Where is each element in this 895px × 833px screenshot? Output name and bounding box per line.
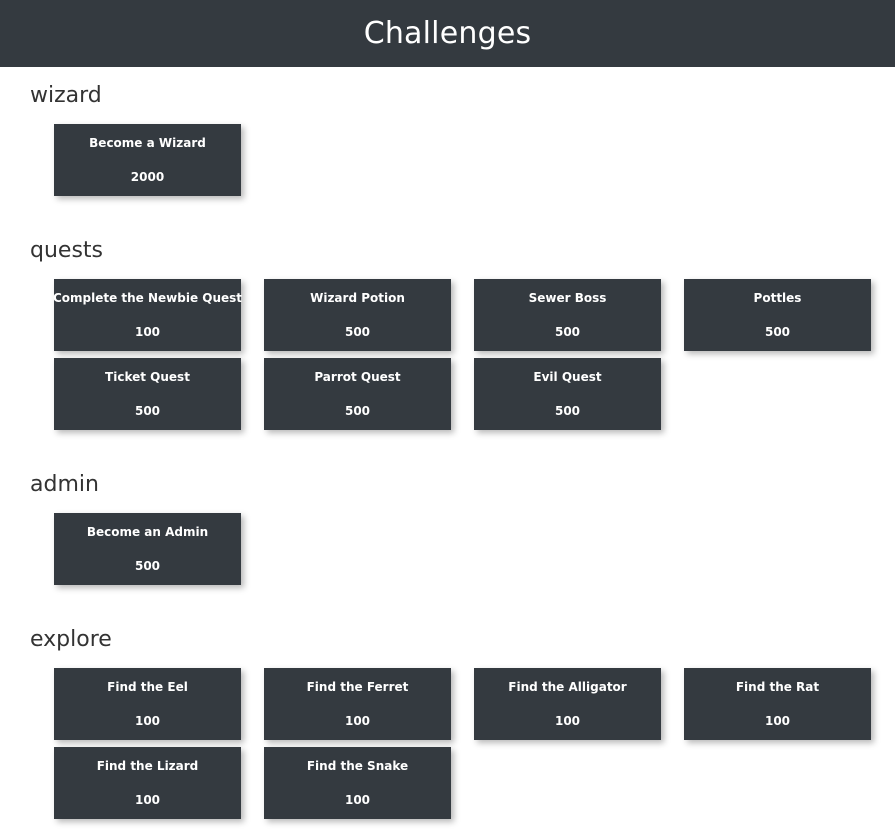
- challenge-card-points: 100: [134, 793, 161, 807]
- challenge-card-title: Find the Alligator: [508, 680, 627, 694]
- challenge-card-title: Find the Snake: [306, 759, 409, 773]
- challenges-page: wizard Become a Wizard 2000 quests Compl…: [0, 67, 895, 819]
- challenge-card[interactable]: Find the Lizard 100: [54, 747, 241, 819]
- challenge-card-points: 500: [344, 404, 371, 418]
- section-quests: quests Complete the Newbie Quest 100 Wiz…: [0, 196, 895, 430]
- challenge-card[interactable]: Sewer Boss 500: [474, 279, 661, 351]
- card-grid-explore: Find the Eel 100 Find the Ferret 100 Fin…: [54, 668, 895, 819]
- challenge-card-title: Parrot Quest: [314, 370, 401, 384]
- challenge-card[interactable]: Become a Wizard 2000: [54, 124, 241, 196]
- challenge-card-title: Complete the Newbie Quest: [52, 291, 243, 305]
- challenge-card-title: Ticket Quest: [105, 370, 190, 384]
- challenge-card-points: 500: [134, 404, 161, 418]
- challenge-card-points: 500: [764, 325, 791, 339]
- challenge-card-title: Evil Quest: [533, 370, 602, 384]
- section-heading-quests: quests: [30, 238, 103, 263]
- challenge-card[interactable]: Parrot Quest 500: [264, 358, 451, 430]
- challenge-card[interactable]: Ticket Quest 500: [54, 358, 241, 430]
- challenge-card-points: 100: [134, 325, 161, 339]
- challenge-card-title: Pottles: [753, 291, 802, 305]
- challenge-card[interactable]: Find the Ferret 100: [264, 668, 451, 740]
- challenge-card-title: Find the Eel: [107, 680, 188, 694]
- challenge-card-title: Become a Wizard: [89, 136, 206, 150]
- challenge-card[interactable]: Find the Alligator 100: [474, 668, 661, 740]
- challenge-card-points: 100: [134, 714, 161, 728]
- page-title: Challenges: [363, 15, 532, 51]
- card-grid-admin: Become an Admin 500: [54, 513, 895, 585]
- challenge-card-points: 100: [344, 793, 371, 807]
- challenge-card[interactable]: Find the Eel 100: [54, 668, 241, 740]
- challenge-card[interactable]: Evil Quest 500: [474, 358, 661, 430]
- section-admin: admin Become an Admin 500: [0, 430, 895, 585]
- challenge-card[interactable]: Become an Admin 500: [54, 513, 241, 585]
- challenge-card-points: 100: [344, 714, 371, 728]
- challenge-card-points: 2000: [130, 170, 165, 184]
- challenge-card[interactable]: Find the Snake 100: [264, 747, 451, 819]
- challenge-card[interactable]: Complete the Newbie Quest 100: [52, 279, 243, 351]
- challenge-card[interactable]: Find the Rat 100: [684, 668, 871, 740]
- challenge-card-points: 500: [554, 325, 581, 339]
- app-header: Challenges: [0, 0, 895, 67]
- challenge-card-title: Find the Lizard: [96, 759, 199, 773]
- challenge-card[interactable]: Pottles 500: [684, 279, 871, 351]
- challenge-card-points: 100: [764, 714, 791, 728]
- section-explore: explore Find the Eel 100 Find the Ferret…: [0, 585, 895, 819]
- challenge-card-title: Sewer Boss: [528, 291, 607, 305]
- section-heading-explore: explore: [30, 627, 112, 652]
- challenge-card-title: Find the Rat: [735, 680, 820, 694]
- challenge-card-points: 500: [134, 559, 161, 573]
- section-wizard: wizard Become a Wizard 2000: [0, 67, 895, 196]
- section-heading-wizard: wizard: [30, 83, 102, 108]
- challenge-card-points: 500: [344, 325, 371, 339]
- challenge-card-title: Wizard Potion: [310, 291, 405, 305]
- card-grid-quests: Complete the Newbie Quest 100 Wizard Pot…: [52, 279, 895, 430]
- challenge-card-points: 100: [554, 714, 581, 728]
- challenge-card-title: Become an Admin: [86, 525, 209, 539]
- challenge-card-title: Find the Ferret: [306, 680, 409, 694]
- card-grid-wizard: Become a Wizard 2000: [54, 124, 895, 196]
- section-heading-admin: admin: [30, 472, 99, 497]
- challenge-card-points: 500: [554, 404, 581, 418]
- challenge-card[interactable]: Wizard Potion 500: [264, 279, 451, 351]
